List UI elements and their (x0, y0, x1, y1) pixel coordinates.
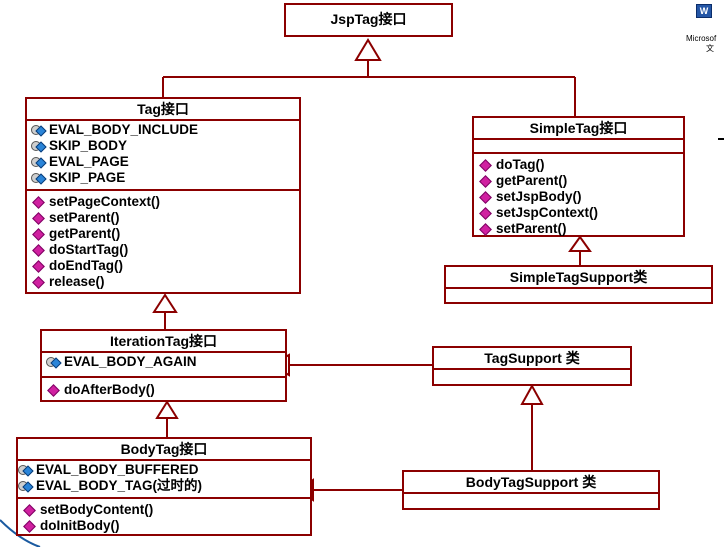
jsptag-inherit-arrow (354, 38, 382, 61)
tag-attributes: EVAL_BODY_INCLUDE SKIP_BODY EVAL_PAGE SK… (27, 121, 299, 191)
method-row: doAfterBody() (46, 382, 281, 398)
method-icon (479, 206, 492, 220)
method-row: doTag() (478, 157, 679, 173)
iterationtag-inherit-arrow (155, 400, 179, 419)
method-row: doStartTag() (31, 242, 295, 258)
method-row: getParent() (31, 226, 295, 242)
attribute-row: SKIP_PAGE (31, 170, 295, 186)
bodytag-methods: setBodyContent() doInitBody() (18, 499, 310, 537)
simpletag-inherit-arrow (568, 235, 592, 252)
tag-methods: setPageContext() setParent() getParent()… (27, 191, 299, 293)
bodytagsupport-title: BodyTagSupport 类 (404, 472, 658, 494)
method-icon (479, 174, 492, 188)
iterationtag-attributes: EVAL_BODY_AGAIN (42, 353, 285, 378)
tag-title: Tag接口 (27, 99, 299, 121)
method-icon (479, 190, 492, 204)
method-icon (23, 503, 36, 517)
method-row: setParent() (478, 221, 679, 237)
simpletagsupport-class-box: SimpleTagSupport类 (444, 265, 713, 304)
attribute-row: EVAL_PAGE (31, 154, 295, 170)
word-document-icon[interactable]: W (696, 4, 712, 18)
attribute-icon (18, 480, 34, 492)
cursor-mark (718, 138, 724, 140)
method-icon (32, 211, 45, 225)
simpletag-interface-box: SimpleTag接口 doTag() getParent() setJspBo… (472, 116, 685, 237)
method-row: setJspContext() (478, 205, 679, 221)
simpletag-attributes (474, 140, 683, 154)
bodytag-title: BodyTag接口 (18, 439, 310, 461)
method-row: release() (31, 274, 295, 290)
method-icon (32, 195, 45, 209)
simpletagsupport-title: SimpleTagSupport类 (446, 267, 711, 289)
tag-inherit-arrow (152, 293, 178, 313)
simpletag-title: SimpleTag接口 (474, 118, 683, 140)
attribute-icon (18, 464, 34, 476)
tag-interface-box: Tag接口 EVAL_BODY_INCLUDE SKIP_BODY EVAL_P… (25, 97, 301, 294)
iterationtag-title: IterationTag接口 (42, 331, 285, 353)
jsptag-interface-box: JspTag接口 (284, 3, 453, 37)
attribute-icon (31, 124, 47, 136)
tagsupport-inherit-arrow (520, 383, 544, 405)
bodytagsupport-class-box: BodyTagSupport 类 (402, 470, 660, 510)
word-icon-caption-line1: Microsof (686, 34, 717, 43)
method-row: getParent() (478, 173, 679, 189)
attribute-row: EVAL_BODY_INCLUDE (31, 122, 295, 138)
method-row: doEndTag() (31, 258, 295, 274)
attribute-row: EVAL_BODY_BUFFERED (18, 462, 306, 478)
attribute-row: SKIP_BODY (31, 138, 295, 154)
method-icon (32, 227, 45, 241)
tagsupport-title: TagSupport 类 (434, 348, 630, 370)
jsptag-title: JspTag接口 (330, 11, 407, 27)
iterationtag-methods: doAfterBody() (42, 378, 285, 401)
method-row: setJspBody() (478, 189, 679, 205)
method-icon (47, 383, 60, 397)
method-icon (479, 158, 492, 172)
word-icon-caption-line2: 文 (706, 44, 714, 53)
method-icon (32, 243, 45, 257)
attribute-icon (31, 140, 47, 152)
attribute-row: EVAL_BODY_AGAIN (46, 354, 281, 370)
method-row: doInitBody() (22, 518, 306, 534)
method-row: setParent() (31, 210, 295, 226)
word-icon-badge: W (699, 6, 709, 16)
attribute-icon (31, 172, 47, 184)
bodytag-attributes: EVAL_BODY_BUFFERED EVAL_BODY_TAG(过时的) (18, 461, 310, 499)
iterationtag-interface-box: IterationTag接口 EVAL_BODY_AGAIN doAfterBo… (40, 329, 287, 402)
method-row: setBodyContent() (22, 502, 306, 518)
method-icon (479, 222, 492, 236)
tagsupport-class-box: TagSupport 类 (432, 346, 632, 386)
simpletag-methods: doTag() getParent() setJspBody() setJspC… (474, 154, 683, 240)
attribute-row: EVAL_BODY_TAG(过时的) (18, 478, 306, 494)
method-icon (32, 259, 45, 273)
method-icon (32, 275, 45, 289)
attribute-icon (46, 356, 62, 368)
method-icon (23, 519, 36, 533)
decorative-arc (0, 519, 41, 547)
method-row: setPageContext() (31, 194, 295, 210)
attribute-icon (31, 156, 47, 168)
bodytag-interface-box: BodyTag接口 EVAL_BODY_BUFFERED EVAL_BODY_T… (16, 437, 312, 536)
